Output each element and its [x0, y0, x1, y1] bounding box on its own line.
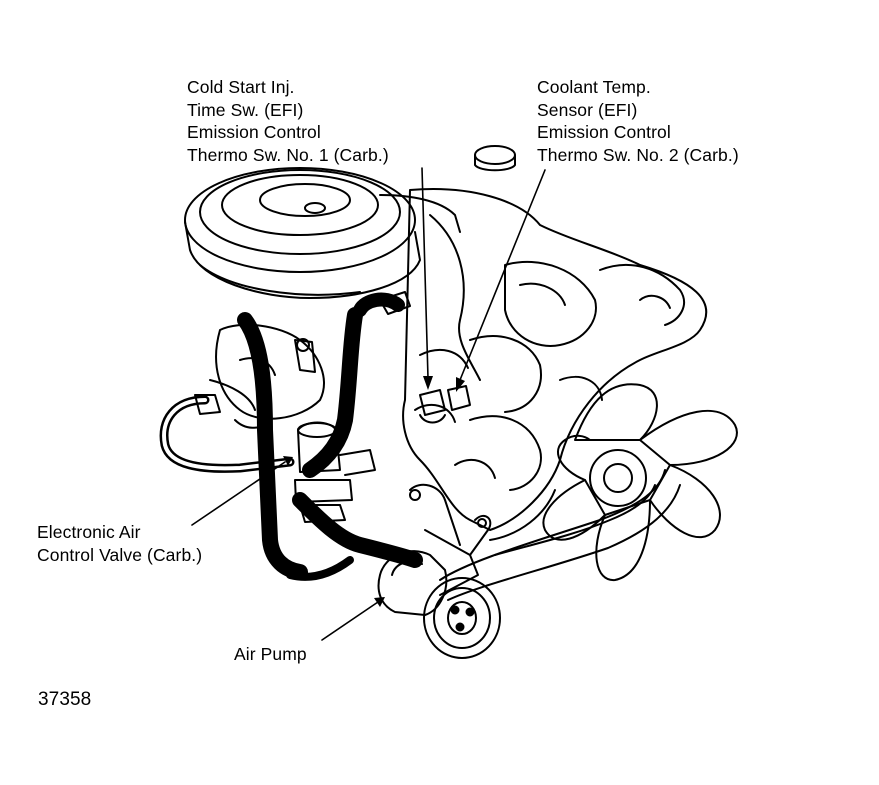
callout-electronic-air-control-valve: Electronic Air Control Valve (Carb.) [37, 522, 203, 565]
engine-block [402, 188, 708, 541]
air-pump-pulley [423, 577, 501, 659]
leader-lines [191, 167, 546, 641]
callout-cold-start-injector: Cold Start Inj. Time Sw. (EFI) Emission … [187, 77, 389, 165]
cooling-fan [542, 383, 738, 582]
drive-belt [439, 469, 681, 601]
figure-number: 37358 [38, 689, 92, 710]
arrowheads [283, 376, 465, 607]
intake-manifold [209, 291, 411, 429]
air-control-valve [294, 421, 376, 523]
vacuum-hose-left [159, 394, 295, 473]
air-cleaner [184, 167, 461, 299]
callout-coolant-temp-sensor: Coolant Temp. Sensor (EFI) Emission Cont… [537, 77, 739, 165]
filler-cap [474, 145, 516, 172]
thermo-switches [419, 385, 471, 424]
callout-air-pump: Air Pump [234, 644, 307, 664]
air-hoses [237, 292, 423, 581]
